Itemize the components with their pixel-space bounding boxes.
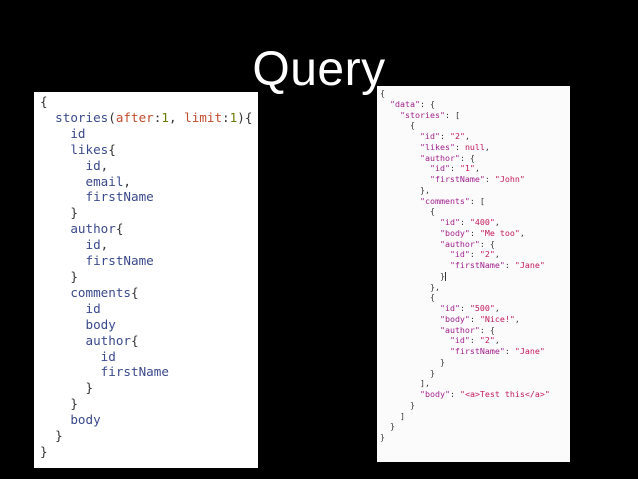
json-key: "author" — [439, 324, 480, 335]
slide-title: Query — [252, 43, 386, 96]
json-key: "id" — [439, 217, 460, 227]
query-arg-name: after — [115, 109, 154, 125]
brace: { — [40, 94, 48, 109]
query-editor-panel[interactable]: { stories(after:1, limit:1){ id likes{ i… — [34, 92, 258, 468]
json-key: "id" — [419, 131, 440, 141]
query-field: author — [85, 332, 132, 348]
query-field: likes — [70, 141, 109, 157]
query-field: body — [70, 412, 101, 428]
json-key: "comments" — [419, 195, 470, 206]
query-field: email — [85, 173, 124, 189]
query-field: firstName — [85, 189, 154, 205]
json-value: "Jane" — [514, 260, 545, 270]
query-field: id — [100, 348, 116, 364]
json-value: "Me too" — [479, 227, 520, 238]
json-key: "firstName" — [429, 174, 485, 184]
query-arg-value: 1 — [161, 109, 169, 125]
query-arg-name: limit — [184, 109, 223, 125]
json-key: "body" — [439, 227, 470, 238]
query-field: id — [85, 157, 101, 173]
query-field: comments — [70, 284, 132, 300]
query-root-field: stories — [55, 109, 109, 125]
result-json: { "data": { "stories": [ { "id": "2", "l… — [380, 88, 550, 442]
query-field: body — [85, 316, 116, 332]
json-value: "500" — [469, 303, 495, 313]
query-field: firstName — [100, 364, 169, 380]
query-field: id — [70, 125, 86, 141]
json-value: "John" — [494, 174, 525, 184]
json-key: "id" — [449, 249, 470, 260]
brace: } — [40, 443, 48, 459]
json-key: "body" — [439, 313, 470, 324]
json-value: "<a>Test this</a>" — [459, 389, 550, 399]
query-arg-value: 1 — [229, 109, 238, 125]
query-field: firstName — [85, 253, 154, 269]
json-value: "1" — [459, 163, 475, 174]
json-key: "id" — [449, 335, 470, 346]
json-value: "2" — [449, 131, 465, 141]
json-value: "Nice!" — [479, 313, 515, 324]
json-key: "author" — [439, 238, 480, 249]
json-value: null — [464, 141, 485, 152]
text-cursor — [444, 271, 446, 281]
json-key: "stories" — [399, 109, 445, 120]
result-viewer-panel[interactable]: { "data": { "stories": [ { "id": "2", "l… — [377, 86, 570, 462]
query-code: { stories(after:1, limit:1){ id likes{ i… — [40, 94, 253, 459]
json-key: "id" — [439, 303, 460, 313]
json-value: "Jane" — [514, 346, 545, 356]
json-key: "body" — [419, 389, 450, 399]
query-field: id — [85, 237, 101, 253]
json-key: "id" — [429, 163, 450, 174]
json-key: "firstName" — [449, 260, 505, 270]
json-key: "likes" — [419, 141, 455, 152]
json-value: "2" — [479, 249, 495, 260]
query-field: id — [85, 300, 101, 316]
query-field: author — [70, 221, 116, 237]
json-key: "firstName" — [449, 346, 505, 356]
json-key: "data" — [390, 98, 420, 109]
json-value: "2" — [479, 335, 495, 346]
json-key: "author" — [419, 152, 460, 163]
json-value: "400" — [469, 217, 495, 227]
